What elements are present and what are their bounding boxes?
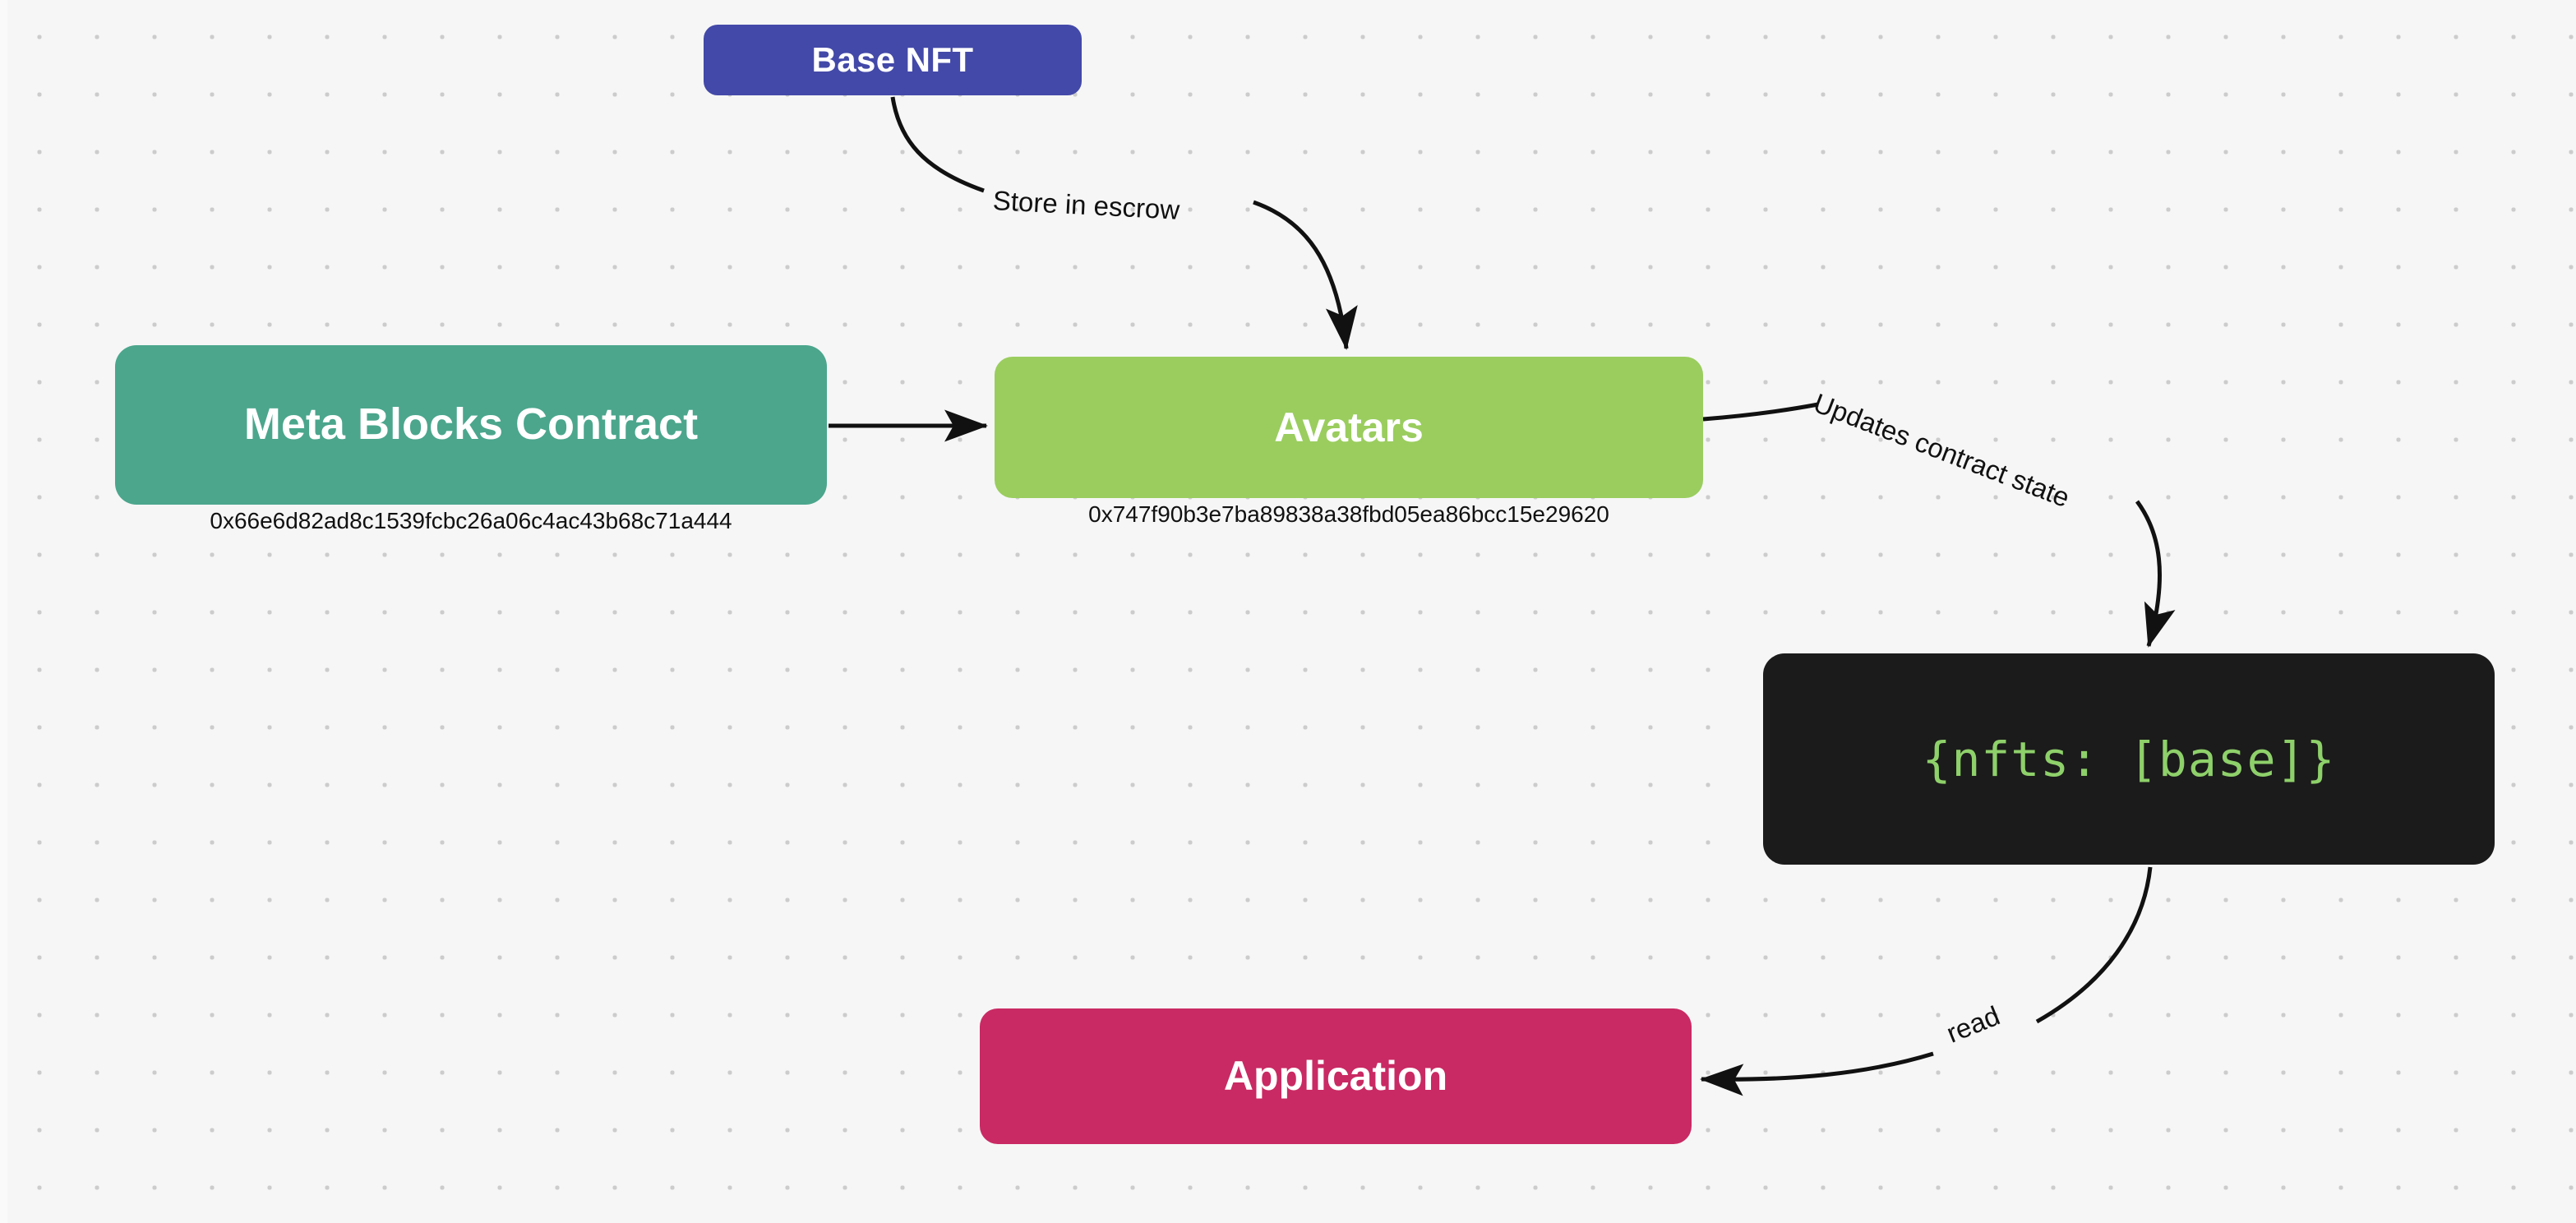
edge-label-updates-contract-state: Updates contract state xyxy=(1809,387,2075,514)
canvas-left-edge-strip xyxy=(0,0,7,1223)
node-contract-state-label: {nfts: [base]} xyxy=(1922,731,2336,787)
node-base-nft[interactable]: Base NFT xyxy=(704,25,1082,95)
edge-label-read: read xyxy=(1941,999,2004,1049)
node-application[interactable]: Application xyxy=(980,1008,1692,1144)
node-avatars-address: 0x747f90b3e7ba89838a38fbd05ea86bcc15e296… xyxy=(1088,501,1609,527)
node-base-nft-label: Base NFT xyxy=(811,39,974,79)
node-meta-blocks-contract-address: 0x66e6d82ad8c1539fcbc26a06c4ac43b68c71a4… xyxy=(210,508,732,533)
edge-state-to-application xyxy=(1700,866,2153,1096)
node-avatars-label: Avatars xyxy=(1274,404,1424,450)
node-meta-blocks-contract-label: Meta Blocks Contract xyxy=(243,399,699,450)
node-contract-state[interactable]: {nfts: [base]} xyxy=(1763,653,2495,865)
node-meta-blocks-contract[interactable]: Meta Blocks Contract xyxy=(115,345,827,505)
edge-label-store-in-escrow: Store in escrow xyxy=(992,185,1181,225)
node-avatars[interactable]: Avatars xyxy=(995,357,1703,498)
node-application-label: Application xyxy=(1223,1053,1448,1099)
